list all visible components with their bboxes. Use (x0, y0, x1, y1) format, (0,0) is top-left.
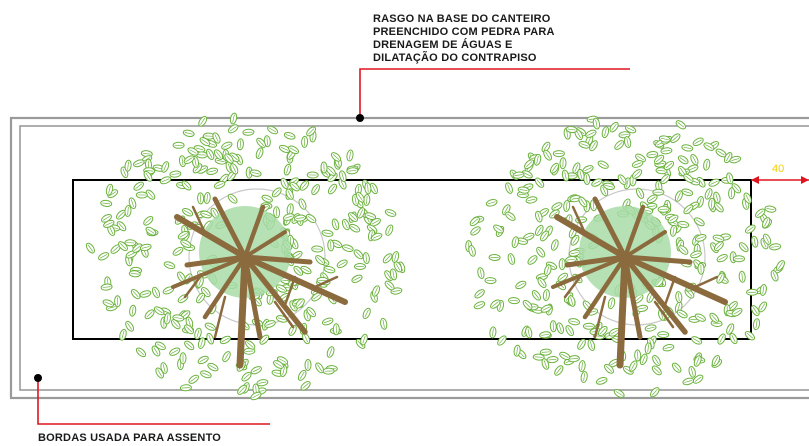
bottom-note-leader-dot (34, 374, 42, 382)
tree-branches (551, 196, 728, 369)
top-note-line-2: PREENCHIDO COM PEDRA PARA (373, 26, 555, 38)
tree-branches (171, 196, 348, 369)
dimension-label: 40 (772, 163, 784, 175)
top-note-leader (359, 68, 630, 118)
dimension-arrow-right (801, 176, 809, 184)
trees-layer (85, 112, 785, 401)
top-note-line-3: DRENAGEM DE ÁGUAS E (373, 38, 512, 51)
planter-bed-outline (72, 179, 752, 340)
top-note-leader-dot (356, 114, 364, 122)
tree-right (465, 115, 785, 398)
top-note-line-1: RASGO NA BASE DO CANTEIRO (373, 13, 551, 25)
dimension-arrow-left (751, 176, 759, 184)
planter-outer-border (9, 116, 809, 400)
tree-left (85, 112, 406, 401)
top-note-line-4: DILATAÇÃO DO CONTRAPISO (373, 51, 537, 64)
bottom-note-leader (37, 378, 270, 425)
planter-inner-border (19, 125, 809, 391)
bottom-note: BORDAS USADA PARA ASSENTO (38, 432, 221, 444)
